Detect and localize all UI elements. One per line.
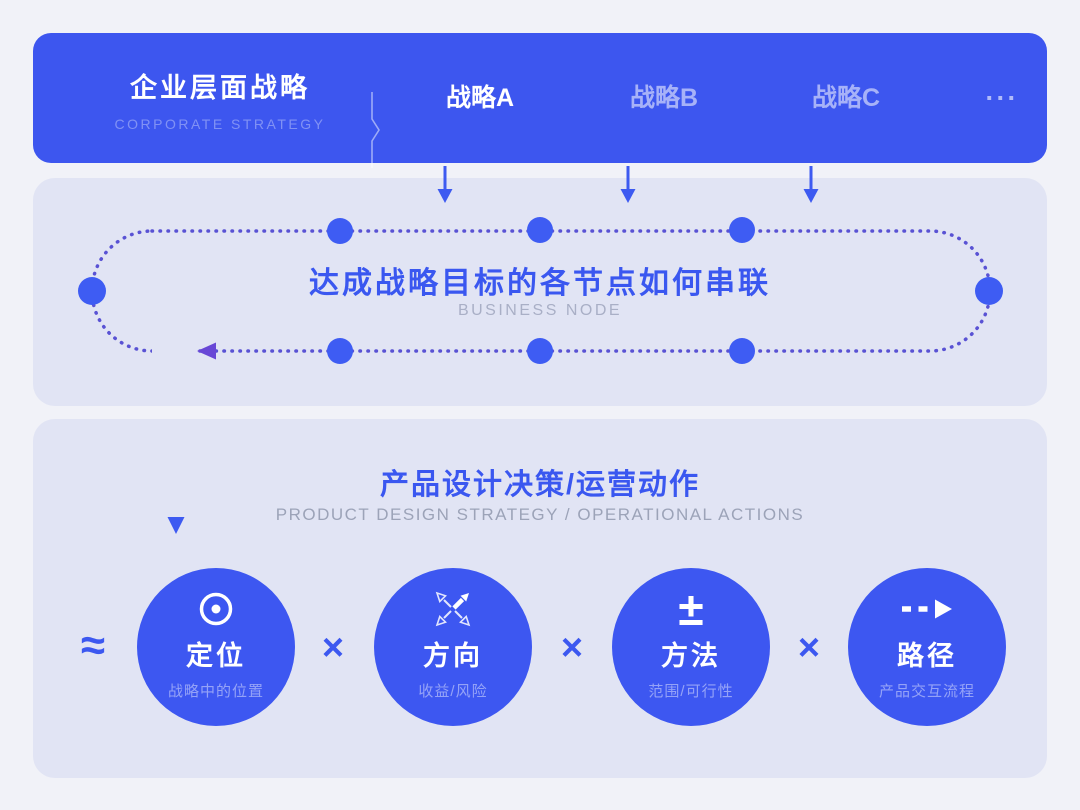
tab-strategy-b[interactable]: 战略B [629,84,699,112]
banner-subtitle: CORPORATE STRATEGY [114,116,326,132]
circle-method: ± 方法 范围/可行性 [612,568,770,726]
approx-operator: ≈ [80,621,106,670]
dashed-arrow-icon [848,585,1006,633]
multiply-operator: × [797,627,821,669]
circle-label: 方向 [423,641,483,671]
circle-label: 路径 [897,641,957,671]
product-subtitle: PRODUCT DESIGN STRATEGY / OPERATIONAL AC… [275,505,805,524]
circle-path: 路径 产品交互流程 [848,568,1006,726]
circle-label: 方法 [661,641,721,671]
corporate-strategy-banner: 企业层面战略 CORPORATE STRATEGY 战略A 战略B 战略C ··… [33,33,1047,168]
business-node-title: 达成战略目标的各节点如何串联 [309,267,771,300]
target-icon [137,585,295,633]
circle-subtitle: 战略中的位置 [167,683,264,700]
tab-strategy-more[interactable]: ··· [985,83,1019,113]
banner-title-block: 企业层面战略 CORPORATE STRATEGY [91,66,349,132]
business-node-subtitle: BUSINESS NODE [457,302,623,319]
tab-strategy-a[interactable]: 战略A [445,84,515,112]
plus-minus-icon: ± [678,583,704,635]
circle-subtitle: 产品交互流程 [878,683,975,700]
circle-direction: 方向 收益/风险 [374,568,532,726]
tab-strategy-c[interactable]: 战略C [811,84,881,112]
banner-title: 企业层面战略 [130,73,310,103]
product-title: 产品设计决策/运营动作 [379,469,701,501]
multiply-operator: × [321,627,345,669]
circle-subtitle: 范围/可行性 [648,683,734,700]
divider-chevron-icon [371,92,380,168]
circle-positioning: 定位 战略中的位置 [137,568,295,726]
circle-label: 定位 [186,641,246,671]
circle-subtitle: 收益/风险 [418,683,488,700]
crossed-arrows-icon [374,585,532,633]
multiply-operator: × [560,627,584,669]
